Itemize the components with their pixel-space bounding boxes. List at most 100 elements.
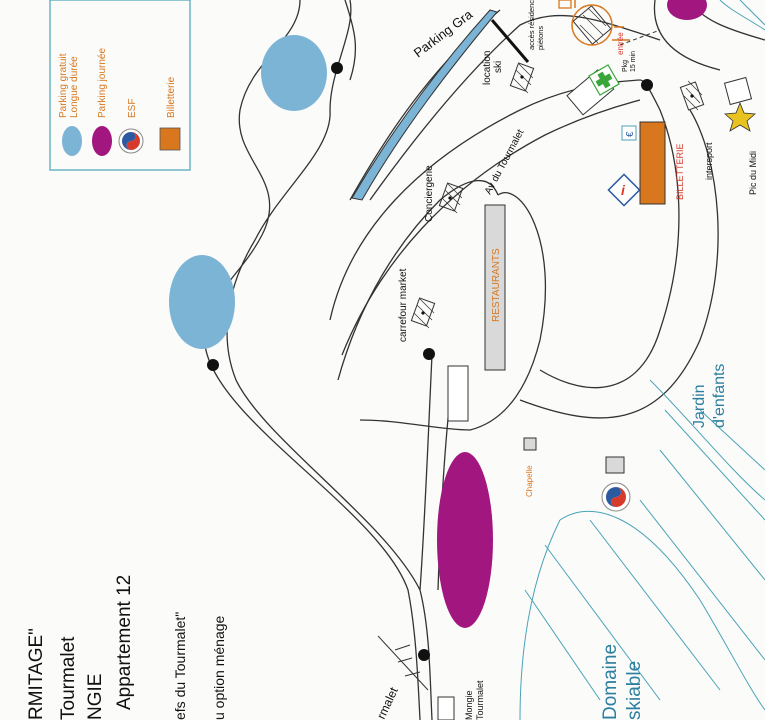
- location-ski-building: [509, 62, 535, 92]
- conciergerie-building: [438, 182, 464, 212]
- bus-stops: [207, 62, 653, 661]
- pharmacy-cross-icon: [588, 64, 620, 96]
- parking-free-middle: [169, 255, 235, 349]
- billetterie-building: [639, 121, 666, 205]
- middle-road-left: [419, 354, 433, 591]
- title-block: RMITAGE" Tourmalet NGIE Appartement 12 e…: [26, 575, 227, 720]
- legend-billetterie-label: Billetterie: [166, 76, 177, 118]
- title-line6: u option ménage: [211, 615, 227, 720]
- dashed-path: [619, 29, 661, 46]
- label-parking-gra: Parking Gra: [411, 6, 476, 60]
- slope-hatch: [659, 449, 765, 581]
- small-building-1: [447, 365, 469, 422]
- big-loop-road-outer: [519, 109, 719, 419]
- label-chapelle: Chapelle: [525, 465, 534, 497]
- legend-frame: [49, 0, 191, 171]
- slope-outline-2: [559, 510, 765, 711]
- roads: [204, 0, 765, 720]
- label-location-ski: location ski: [482, 48, 504, 85]
- legend-parking-day-label: Parking journée: [97, 48, 108, 118]
- legend-parking-free-line1: Parking gratuit: [58, 53, 69, 118]
- parking-free-icon: [62, 126, 82, 156]
- bus-icon: [331, 62, 343, 74]
- label-restaurants: RESTAURANTS: [491, 248, 502, 322]
- label-location-line1: location: [482, 51, 493, 85]
- slope-hatch: [664, 409, 765, 521]
- bus-icon: [418, 649, 430, 661]
- label-domaine-line1: Domaine: [600, 644, 621, 720]
- svg-text:i: i: [621, 182, 626, 198]
- euro-icon: €: [621, 125, 637, 141]
- bus-icon: [207, 359, 219, 371]
- serpentine-road-inner: [226, 0, 433, 720]
- label-intersport: intersport: [704, 142, 714, 180]
- label-acces-pietons: accès résidence piétons: [527, 0, 545, 50]
- label-billetterie-building: BILLETTERIE: [675, 143, 685, 200]
- label-carrefour: carrefour market: [398, 268, 409, 342]
- label-av-tourmalet: Av du Tourmalet: [483, 128, 527, 197]
- parking-day-top: [667, 0, 707, 20]
- loop-road-outer: [359, 192, 547, 431]
- ski-slopes: [519, 0, 765, 720]
- building-top-right: [723, 76, 753, 106]
- slope-outline-1: [519, 519, 561, 720]
- upper-road-right-edge: [369, 14, 661, 201]
- parking-strip: [351, 9, 498, 201]
- label-conciergerie: Conciergerie: [424, 165, 435, 222]
- slope-hatch: [524, 589, 601, 701]
- legend-parking-free-line2: Longue durée: [69, 56, 80, 118]
- serpentine-road-outer: [204, 0, 421, 720]
- slope-hatch: [739, 0, 765, 26]
- parking-day-icon: [92, 126, 112, 156]
- label-domaine-skiable: Domaine skiable: [600, 639, 645, 720]
- serpentine-right-branch: [344, 0, 357, 81]
- intersport-building: [679, 81, 705, 111]
- label-entree: entrée: [616, 32, 625, 55]
- label-mongie-line2: Tourmalet: [475, 680, 485, 720]
- slope-hatch: [544, 544, 661, 701]
- av-tourmalet-lower: [341, 99, 641, 356]
- title-line5: efs du Tourmalet": [172, 612, 188, 720]
- slope-hatch: [699, 409, 765, 471]
- esf-icon: [118, 128, 144, 154]
- label-mongie-line1: Mongie: [464, 690, 474, 720]
- label-acces-line2: piétons: [536, 26, 545, 50]
- restaurants-building: [484, 204, 506, 371]
- billetterie-icon: [159, 127, 181, 151]
- chapelle-building: [523, 437, 537, 451]
- legend-esf-label: ESF: [127, 99, 138, 118]
- slope-outline-3: [649, 379, 765, 501]
- label-pkg: Pkg 15 min: [622, 51, 637, 72]
- label-jardin-line2: d'enfants: [711, 364, 728, 428]
- entree-building: [572, 5, 612, 45]
- ski-lift: [377, 635, 429, 691]
- entrance-sign: [558, 0, 572, 9]
- star-icon: [724, 101, 756, 132]
- label-pkg-line1: Pkg: [622, 60, 629, 72]
- mongie-building: [437, 696, 455, 720]
- slope-outline-4: [719, 0, 765, 31]
- title-line3: NGIE: [85, 674, 106, 720]
- slope-hatch: [589, 519, 721, 691]
- bus-icon: [641, 79, 653, 91]
- buildings: [410, 5, 753, 720]
- esf-icon: [601, 482, 631, 512]
- label-pic-du-midi: Pic du Midi: [748, 151, 758, 195]
- entrance-marker: [571, 0, 630, 46]
- acces-pietons-path: [490, 19, 530, 63]
- title-line2: Tourmalet: [58, 636, 79, 720]
- parking-free-top: [261, 35, 327, 111]
- label-road-bottom: rmalet: [374, 685, 401, 720]
- label-mongie: Mongie Tourmalet: [464, 680, 485, 720]
- svg-text:€: €: [625, 131, 636, 137]
- top-right-road: [653, 0, 721, 71]
- label-domaine-line2: skiable: [624, 661, 645, 720]
- carrefour-building: [410, 297, 436, 327]
- bus-icon: [423, 348, 435, 360]
- loop-road-inner: [337, 179, 499, 381]
- slope-hatch: [639, 499, 765, 661]
- label-pkg-line2: 15 min: [630, 51, 637, 72]
- parking-day-large: [437, 452, 493, 628]
- info-icon: i: [607, 173, 641, 207]
